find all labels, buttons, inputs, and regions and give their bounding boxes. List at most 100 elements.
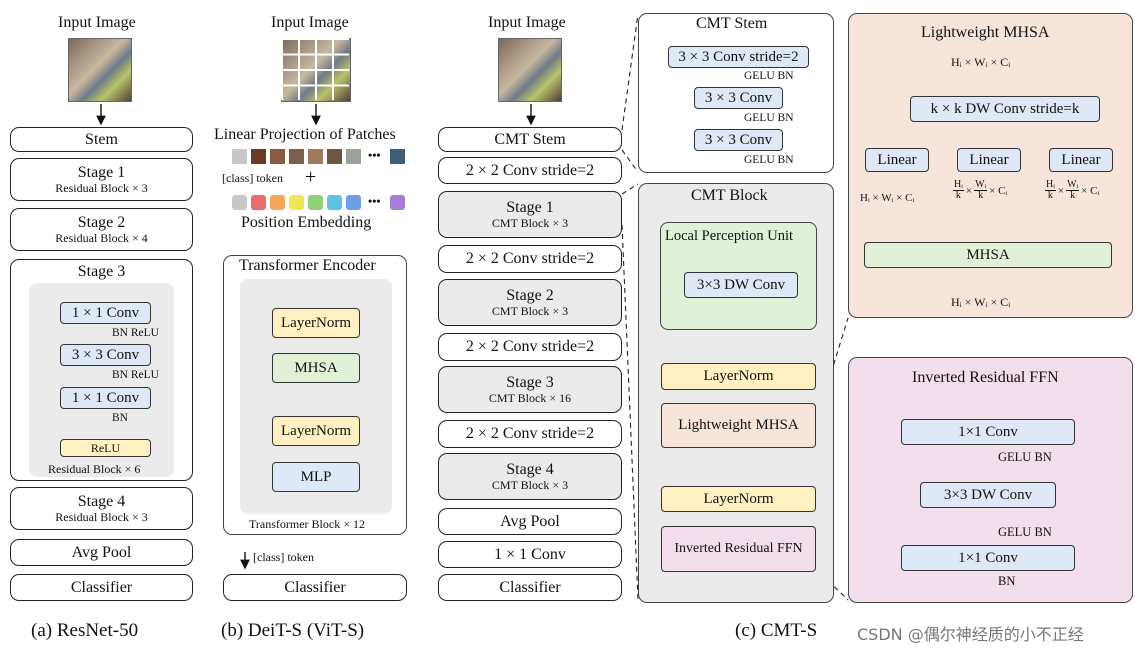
resnet-stage-2: Stage 2 Residual Block × 4: [10, 208, 193, 251]
cmt-stage-3-sub: CMT Block × 16: [488, 390, 572, 405]
resnet-bnrelu-1: BN ReLU: [112, 327, 159, 339]
resnet-classifier: Classifier: [10, 574, 193, 601]
position-token: [289, 195, 304, 210]
resnet-input-label: Input Image: [58, 14, 136, 31]
deit-ellipsis-2: •••: [368, 194, 381, 208]
deit-output-class-token: [class] token: [253, 550, 314, 564]
cmt-block-layernorm-1: LayerNorm: [661, 363, 816, 390]
resnet-caption: (a) ResNet-50: [31, 620, 139, 641]
lmhsa-dwconv: k × k DW Conv stride=k: [910, 96, 1100, 122]
position-token: [251, 195, 266, 210]
irffn-conv1x1-a: 1×1 Conv: [901, 419, 1075, 445]
resnet-stage-2-title: Stage 2: [77, 214, 126, 232]
cmt-conv1x1: 1 × 1 Conv: [438, 541, 622, 568]
patch-token: [289, 149, 304, 164]
deit-encoder-title: Transformer Encoder: [239, 257, 376, 274]
deit-ellipsis-1: •••: [368, 148, 381, 162]
position-token: [346, 195, 361, 210]
patch-token: [251, 149, 266, 164]
lmhsa-output-dims: Hᵢ × Wᵢ × Cᵢ: [951, 295, 1011, 309]
cmt-stem-gelubn-2: GELU BN: [744, 112, 794, 124]
deit-layernorm-1: LayerNorm: [272, 308, 360, 338]
position-token: [308, 195, 323, 210]
patch-token: [232, 149, 247, 164]
deit-input-label: Input Image: [271, 14, 349, 31]
cmt-lpu-dwconv: 3×3 DW Conv: [684, 272, 798, 298]
patch-token: [308, 149, 323, 164]
cmt-downsample-3: 2 × 2 Conv stride=2: [438, 333, 622, 361]
cmt-downsample-1: 2 × 2 Conv stride=2: [438, 157, 622, 184]
cmt-downsample-2: 2 × 2 Conv stride=2: [438, 245, 622, 273]
cmt-stage-2: Stage 2 CMT Block × 3: [438, 279, 622, 326]
lmhsa-mhsa: MHSA: [864, 242, 1112, 268]
lmhsa-linear-v: Linear: [1049, 148, 1113, 172]
cmt-stage-1-title: Stage 1: [506, 199, 554, 217]
irffn-conv1x1-b: 1×1 Conv: [901, 545, 1075, 571]
cmt-input-image: [498, 38, 562, 102]
deit-layernorm-2: LayerNorm: [272, 416, 360, 446]
cmt-stage-1: Stage 1 CMT Block × 3: [438, 191, 622, 238]
cmt-stage-4: Stage 4 CMT Block × 3: [438, 453, 622, 500]
irffn-bn: BN: [998, 574, 1016, 588]
cmt-stage-3: Stage 3 CMT Block × 16: [438, 366, 622, 413]
irffn-gelubn-2: GELU BN: [998, 525, 1052, 539]
patch-token: [390, 149, 405, 164]
position-token: [232, 195, 247, 210]
deit-patch-grid: [281, 38, 349, 100]
irffn-title: Inverted Residual FFN: [912, 369, 1059, 386]
deit-patch-embeddings: [232, 148, 412, 166]
resnet-conv1x1-a: 1 × 1 Conv: [60, 302, 151, 324]
lmhsa-linear-q: Linear: [865, 148, 929, 172]
cmt-block-irffn: Inverted Residual FFN: [661, 526, 816, 572]
deit-position-embedding: Position Embedding: [241, 214, 372, 231]
resnet-avg-pool: Avg Pool: [10, 539, 193, 566]
resnet-bnrelu-2: BN ReLU: [112, 369, 159, 381]
cmt-stage-2-sub: CMT Block × 3: [491, 303, 569, 318]
resnet-stage-4: Stage 4 Residual Block × 3: [10, 487, 193, 530]
patch-token: [346, 149, 361, 164]
cmt-lpu-title: Local Perception Unit: [665, 228, 794, 244]
cmt-block-layernorm-2: LayerNorm: [661, 486, 816, 512]
resnet-stage-1-title: Stage 1: [77, 164, 126, 182]
lmhsa-input-dims: Hᵢ × Wᵢ × Cᵢ: [951, 55, 1011, 69]
resnet-stage-3-sub: Residual Block × 6: [48, 462, 141, 476]
lmhsa-linear-k: Linear: [957, 148, 1021, 172]
deit-linear-projection: Linear Projection of Patches: [214, 126, 396, 143]
cmt-stem-gelubn-1: GELU BN: [744, 70, 794, 82]
position-token: [327, 195, 342, 210]
cmt-stage-4-sub: CMT Block × 3: [491, 477, 569, 492]
resnet-relu: ReLU: [60, 439, 151, 457]
resnet-conv1x1-b: 1 × 1 Conv: [60, 387, 151, 409]
cmt-block-title: CMT Block: [691, 187, 768, 204]
cmt-block-lmhsa: Lightweight MHSA: [661, 403, 816, 448]
resnet-stage-3-title: Stage 3: [77, 263, 126, 280]
deit-caption: (b) DeiT-S (ViT-S): [221, 620, 365, 641]
cmt-stage-2-title: Stage 2: [506, 287, 554, 305]
cmt-stage-1-sub: CMT Block × 3: [491, 215, 569, 230]
lmhsa-title: Lightweight MHSA: [921, 24, 1050, 41]
deit-mlp: MLP: [272, 462, 360, 492]
resnet-bn: BN: [112, 412, 128, 424]
deit-block-count: Transformer Block × 12: [249, 517, 365, 531]
cmt-stem-gelubn-3: GELU BN: [744, 154, 794, 166]
resnet-stage-1: Stage 1 Residual Block × 3: [10, 158, 193, 201]
patch-token: [270, 149, 285, 164]
position-token: [390, 195, 405, 210]
cmt-stem-conv-3: 3 × 3 Conv: [694, 129, 783, 151]
cmt-stem-conv-2: 3 × 3 Conv: [694, 87, 783, 109]
deit-plus: +: [305, 166, 317, 188]
cmt-input-label: Input Image: [488, 14, 566, 31]
irffn-dwconv: 3×3 DW Conv: [920, 482, 1056, 508]
cmt-stage-3-title: Stage 3: [506, 374, 554, 392]
cmt-caption: (c) CMT-S: [735, 620, 818, 641]
resnet-stage-4-title: Stage 4: [77, 493, 126, 511]
cmt-stem: CMT Stem: [438, 127, 622, 152]
position-token: [270, 195, 285, 210]
deit-position-embeddings: [232, 194, 412, 212]
deit-classifier: Classifier: [223, 574, 407, 601]
cmt-classifier: Classifier: [438, 574, 622, 601]
cmt-stem-title: CMT Stem: [696, 15, 768, 32]
irffn-gelubn-1: GELU BN: [998, 450, 1052, 464]
